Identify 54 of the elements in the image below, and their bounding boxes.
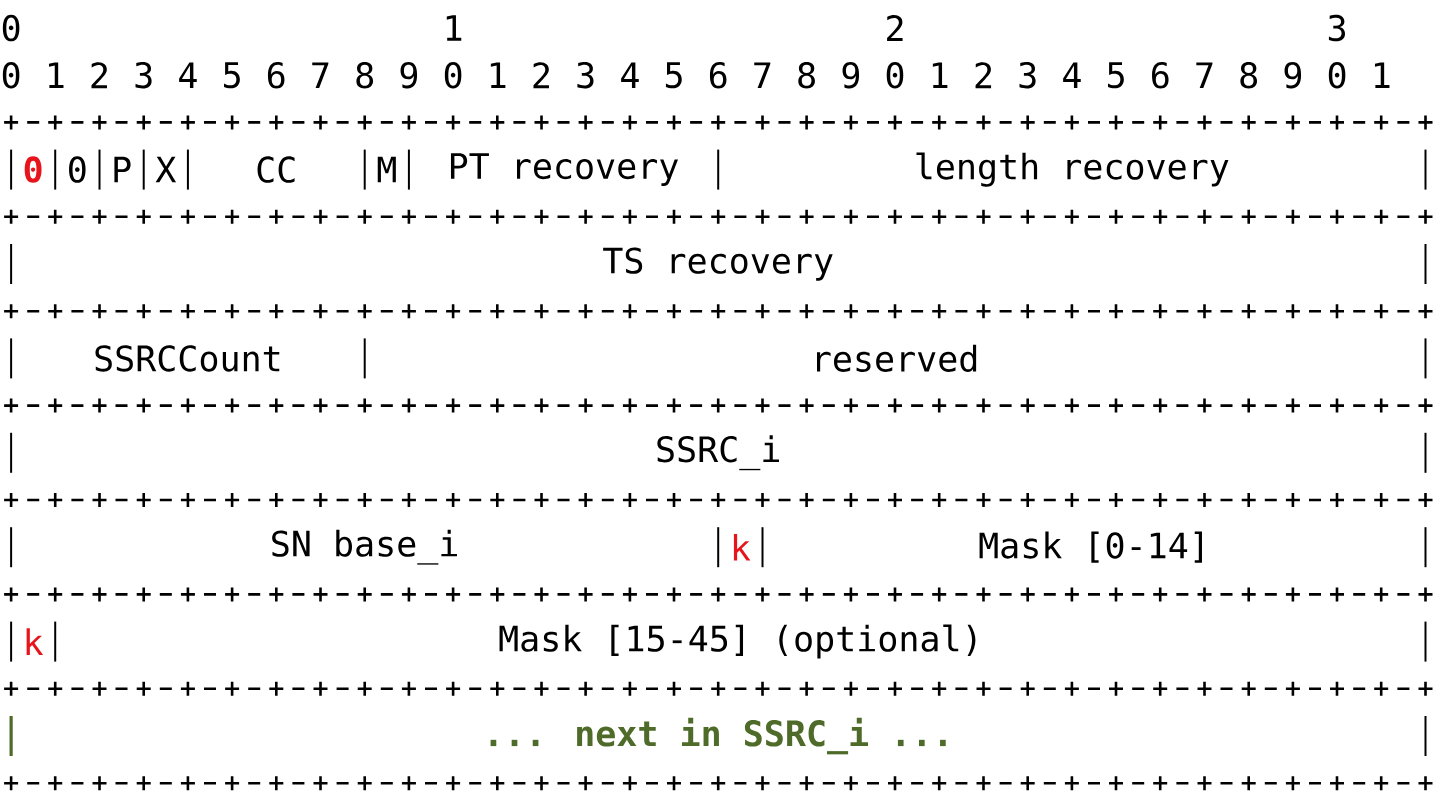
bit-number: 8: [1240, 61, 1257, 89]
bit-number: 3: [135, 61, 152, 89]
bit-number: 2: [533, 62, 549, 89]
bit-number: 0: [2, 14, 20, 42]
bit-number: 6: [267, 61, 285, 89]
bit-number: 2: [887, 15, 903, 41]
bit-number: 5: [665, 62, 682, 89]
bit-number: 4: [1063, 62, 1081, 88]
bit-number: 2: [975, 62, 992, 89]
field-label: length recovery: [916, 152, 1229, 187]
bit-number: 4: [621, 62, 639, 88]
field-label: Mask [15-45] (optional): [499, 624, 976, 659]
bit-number: 8: [356, 61, 373, 89]
bit-number: 3: [1019, 61, 1036, 89]
bit-number: 1: [1374, 62, 1390, 88]
bit-number: 9: [842, 61, 860, 89]
bit-number: 2: [91, 62, 107, 89]
bit-number: 1: [490, 62, 506, 88]
field-label: CC: [257, 156, 295, 183]
field-label: M: [377, 156, 396, 183]
bit-number: 3: [1328, 14, 1345, 42]
bit-number: 1: [932, 62, 948, 88]
field-label: reserved: [817, 344, 977, 372]
field-label: k: [733, 533, 751, 561]
bit-number: 7: [1196, 62, 1213, 88]
field-label: k: [26, 628, 44, 655]
bit-number: 0: [886, 61, 904, 89]
bit-number: 1: [446, 15, 462, 41]
field-label: 0: [69, 156, 86, 183]
bit-number: 7: [754, 62, 771, 88]
bit-number: 5: [224, 62, 240, 89]
field-label: SSRCCount: [95, 345, 280, 372]
field-label: TS recovery: [603, 247, 833, 281]
bit-number: 8: [798, 61, 815, 89]
bit-number: 3: [577, 61, 594, 89]
bit-number: 5: [1108, 62, 1124, 89]
field-label: X: [155, 156, 177, 183]
bit-number: 0: [444, 61, 462, 89]
bit-number: 9: [400, 61, 418, 89]
field-label: ... next in SSRC_i ...: [490, 717, 946, 755]
bit-number: 0: [1328, 61, 1346, 89]
bit-number: 7: [312, 62, 329, 88]
bit-number: 6: [1152, 61, 1169, 89]
field-label: SSRC_i: [657, 435, 779, 471]
bit-number: 6: [709, 61, 727, 89]
bit-number: 9: [1284, 61, 1302, 89]
field-label: Mask [0-14]: [979, 531, 1202, 563]
field-label: SN base_i: [272, 529, 457, 565]
field-label: PT recovery: [450, 153, 678, 186]
field-label: 0: [24, 156, 42, 183]
bit-number: 0: [2, 61, 20, 89]
field-label: P: [114, 156, 131, 183]
bit-number: 4: [179, 62, 197, 88]
bit-number: 1: [49, 62, 64, 88]
